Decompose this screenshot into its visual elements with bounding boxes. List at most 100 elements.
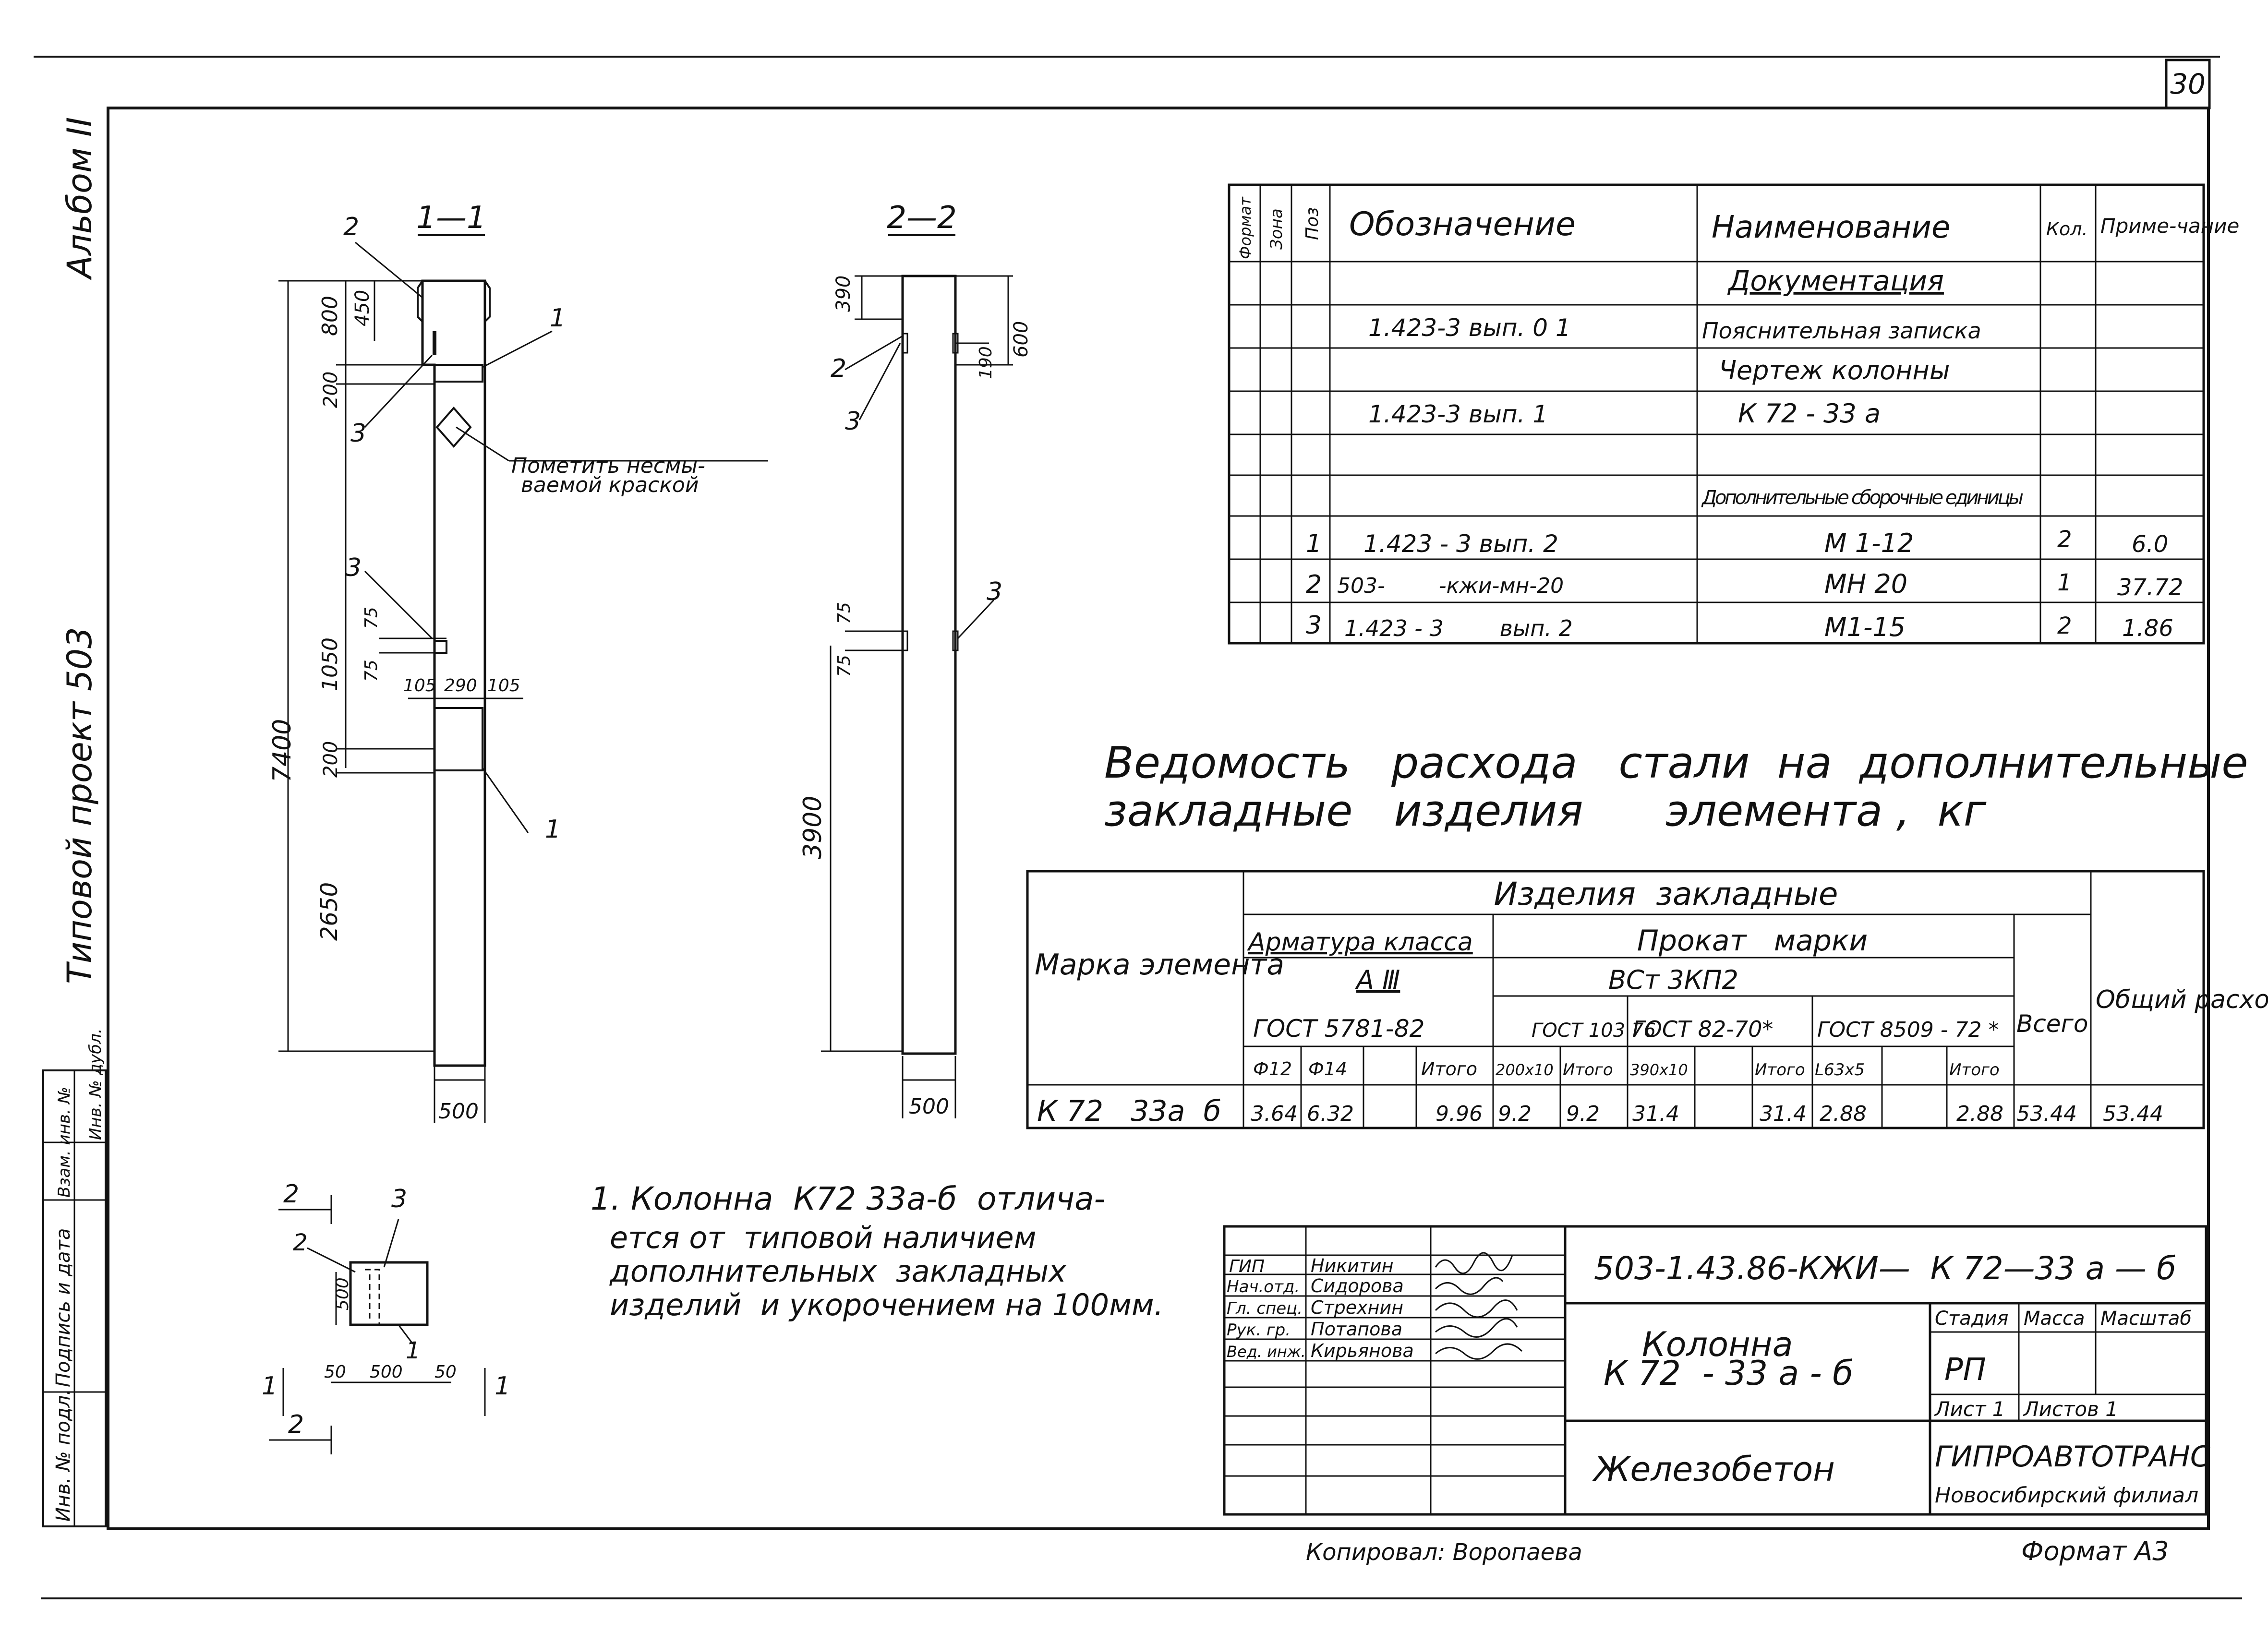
steel-rolled-grade: ВСт 3КП2: [1608, 965, 1738, 995]
steel-val-1: 6.32: [1307, 1102, 1354, 1126]
steel-val-3: 9.96: [1436, 1102, 1483, 1126]
spec-row-0-name: Документация: [1727, 264, 1944, 297]
dim-450: 450: [351, 290, 374, 326]
steel-group-header: Изделия закладные: [1494, 876, 1838, 912]
spec-row-7-pos: 2: [1306, 570, 1322, 599]
spec-row-3-name: К 72 - 33 а: [1738, 398, 1881, 429]
signatures: [1435, 1252, 1523, 1360]
steel-sub-11: Итого: [1949, 1060, 2000, 1080]
dim-500-s2: 500: [909, 1094, 949, 1119]
steel-gost-d: ГОСТ 8509 - 72 *: [1817, 1018, 1999, 1042]
dim-75b: 75: [362, 660, 381, 682]
callout-2-s1: 2: [343, 213, 359, 241]
plan-view: 2 3 2 1 1 1 2 500 50 500 50: [262, 1180, 510, 1454]
stage-label: Стадия: [1935, 1308, 2008, 1330]
note-line-1: 1. Колонна К72 33а-б отлича-: [591, 1180, 1105, 1217]
note-line-2: ется от типовой наличием: [610, 1220, 1036, 1255]
steel-val-12: 53.44: [2016, 1102, 2077, 1126]
spec-row-2-name: Чертеж колонны: [1719, 355, 1950, 385]
steel-title-line2: закладные изделия элемента , кг: [1104, 786, 1987, 836]
steel-gost-b: ГОСТ 103 76: [1532, 1020, 1656, 1042]
dim-800: 800: [318, 296, 342, 336]
callout-1-s1-bottom: 1: [545, 815, 561, 844]
binding-inv-dup: Инв. № дубл.: [86, 1028, 105, 1140]
steel-armature-class: А Ⅲ: [1355, 965, 1400, 995]
page-number: 30: [2170, 68, 2206, 100]
spec-row-6-name: М 1-12: [1824, 528, 1914, 558]
spec-col-designation: Обозначение: [1349, 205, 1576, 243]
dim-105-right: 105: [487, 676, 520, 696]
steel-val-8: 31.4: [1760, 1102, 1807, 1126]
plan-dim-50-left: 50: [324, 1362, 346, 1382]
spec-col-zone: Зона: [1267, 208, 1286, 250]
title-block: ГИП Никитин Нач.отд. Сидорова Гл. спец. …: [1223, 1225, 2210, 1516]
dim-200-top: 200: [320, 372, 342, 408]
dim-2650: 2650: [316, 882, 343, 941]
spec-row-6-qty: 2: [2057, 526, 2072, 553]
plan-dim-500-v: 500: [333, 1277, 352, 1310]
steel-row-mark: К 72 33а б: [1037, 1094, 1221, 1128]
spec-row-7-qty: 1: [2057, 569, 2072, 596]
dim-7400: 7400: [268, 719, 297, 782]
steel-mark-header: Марка элемента: [1035, 948, 1284, 982]
section-1-1: 1—1 80: [268, 200, 768, 1124]
note-line-3: дополнительных закладных: [609, 1254, 1067, 1289]
dim-75-s2a: 75: [834, 602, 854, 624]
document-code: 503-1.43.86-КЖИ— К 72—33 а — б: [1594, 1250, 2176, 1287]
paint-note-line2: ваемой краской: [521, 473, 699, 497]
callout-3-s2-top: 3: [845, 407, 861, 436]
steel-val-5: 9.2: [1566, 1102, 1600, 1126]
spec-row-5-name: Дополнительные сборочные единицы: [1701, 487, 2024, 509]
spec-col-note: Приме-чание: [2100, 214, 2239, 238]
plan-cut-1-left: 1: [262, 1372, 277, 1401]
spec-row-1-designation: 1.423-3 вып. 0 1: [1368, 314, 1571, 342]
steel-total-header: Всего: [2016, 1010, 2088, 1038]
steel-val-9: 2.88: [1820, 1102, 1867, 1126]
dim-75-s2b: 75: [834, 655, 854, 677]
callout-3-s1-top: 3: [350, 419, 366, 448]
sheet-frame: [34, 56, 2242, 1599]
org-branch: Новосибирский филиал: [1935, 1483, 2198, 1508]
page-number-box: 30: [2165, 59, 2211, 109]
callout-1-s1-top: 1: [550, 304, 566, 333]
mass-label: Масса: [2024, 1308, 2085, 1330]
spec-row-6-note: 6.0: [2132, 531, 2168, 558]
spec-row-8-designation: 1.423 - 3 вып. 2: [1344, 615, 1573, 641]
plan-cut-1-right: 1: [495, 1372, 510, 1401]
binding-replaces-inv: Взам. инв. №: [55, 1087, 74, 1198]
plan-dim-500-h: 500: [370, 1362, 403, 1382]
steel-sub-6: 390х10: [1630, 1061, 1688, 1079]
steel-sub-9: L63х5: [1815, 1060, 1865, 1080]
steel-overall-header: Общий расход: [2096, 985, 2268, 1014]
staff-name-1: Сидорова: [1311, 1275, 1404, 1296]
spec-row-6-designation: 1.423 - 3 вып. 2: [1363, 530, 1558, 558]
scale-label: Масштаб: [2100, 1308, 2192, 1330]
spec-col-name: Наименование: [1712, 210, 1950, 245]
staff-name-2: Стрехнин: [1311, 1297, 1403, 1318]
spec-row-7-name: МН 20: [1824, 569, 1907, 599]
steel-armature-header: Арматура класса: [1247, 928, 1473, 957]
general-note: 1. Колонна К72 33а-б отлича- ется от тип…: [591, 1180, 1163, 1322]
spec-row-1-name: Пояснительная записка: [1702, 318, 1981, 344]
paint-note-line1: Пометить несмы-: [511, 454, 705, 478]
steel-rolled-header: Прокат марки: [1637, 924, 1868, 958]
binding-strip: Инв. № дубл. Взам. инв. № Подпись и дата…: [42, 1028, 107, 1527]
album-label: Альбом II: [60, 117, 99, 280]
staff-name-0: Никитин: [1311, 1255, 1394, 1276]
steel-val-0: 3.64: [1251, 1102, 1298, 1126]
steel-val-11: 2.88: [1956, 1102, 2003, 1126]
dim-290: 290: [444, 676, 477, 696]
spec-table: Формат Зона Поз Обозначение Наименование…: [1228, 183, 2239, 645]
spec-col-pos: Поз: [1303, 207, 1322, 240]
callout-3-s1-mid: 3: [346, 553, 362, 582]
org-name: ГИПРОАВТОТРАНС: [1935, 1440, 2210, 1474]
plan-callout-2-side: 2: [293, 1229, 308, 1256]
section-2-2: 2—2 390 600 190 75 75: [798, 200, 1032, 1119]
dim-105-left: 105: [403, 676, 436, 696]
dim-600: 600: [1010, 321, 1032, 358]
plan-callout-2-top: 2: [283, 1180, 299, 1209]
staff-name-4: Кирьянова: [1311, 1340, 1414, 1361]
staff-role-4: Вед. инж.: [1227, 1343, 1306, 1361]
spec-row-7-designation: 503- -кжи-мн-20: [1337, 574, 1564, 598]
object-line-1: Колонна: [1642, 1325, 1793, 1364]
